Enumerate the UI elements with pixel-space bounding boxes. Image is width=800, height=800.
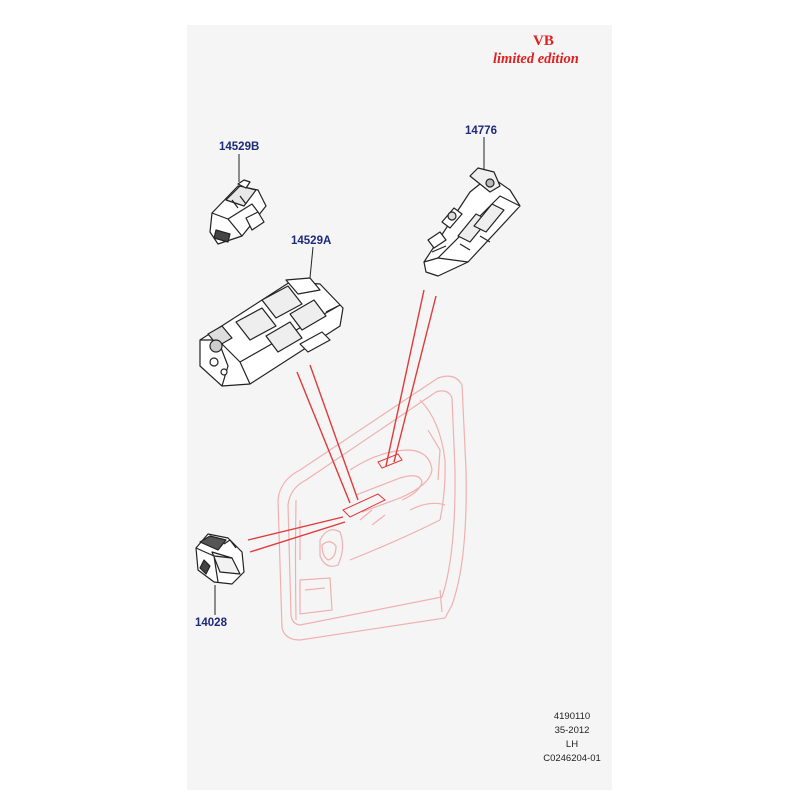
diagram-reference: C0246204-01 [543, 753, 601, 764]
part-14028-switch [195, 533, 245, 585]
part-14529A-switch-pack [199, 277, 344, 387]
callout-14529B: 14529B [219, 141, 260, 153]
callout-ticks [214, 137, 485, 615]
door-switch-locations [342, 453, 403, 518]
drawing-sheet [187, 25, 612, 790]
diagram-code-1: 4190110 [553, 711, 591, 722]
door-panel-outline [277, 375, 467, 641]
callout-14529A: 14529A [291, 235, 332, 247]
diagram-code-2: 35-2012 [554, 725, 590, 736]
diagram-side: LH [565, 739, 579, 750]
part-14776-switch-strip [423, 167, 521, 277]
callout-14776: 14776 [465, 125, 497, 137]
callout-14028: 14028 [195, 617, 227, 629]
brand-logo-sub: limited edition [493, 51, 579, 67]
part-14529B-switch [209, 179, 267, 245]
brand-logo-main: VB [533, 33, 554, 49]
leader-lines [247, 289, 437, 553]
